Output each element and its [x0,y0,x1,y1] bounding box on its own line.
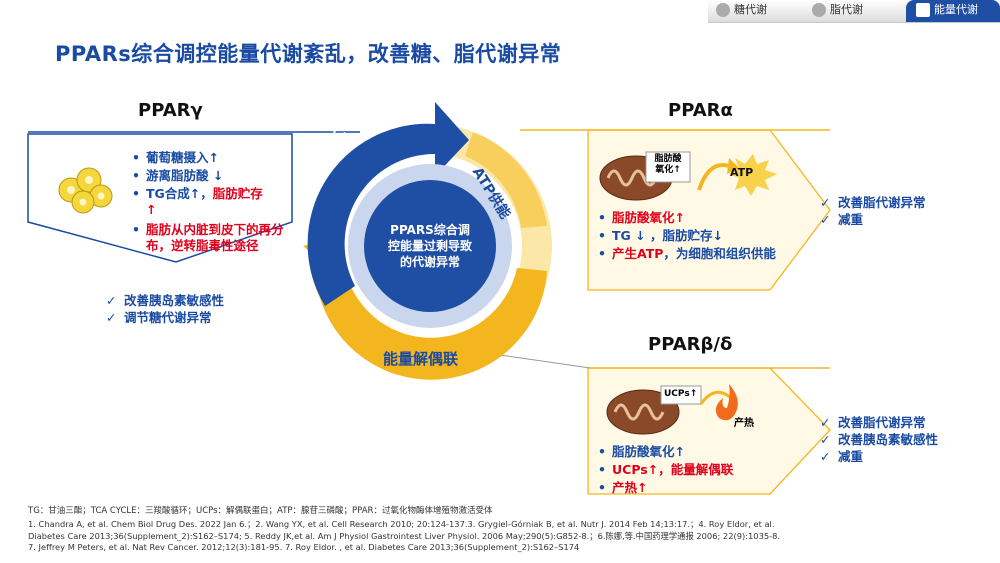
fat-cells-icon [58,167,113,214]
tab-sugar-metabolism[interactable]: 糖代谢 [716,0,808,22]
outcome-item: 改善胰岛素敏感性 [102,292,224,309]
storage-arc [307,123,435,306]
ppar-alpha-header: PPARα [668,100,733,121]
tab-lipid-metabolism[interactable]: 脂代谢 [812,0,904,22]
list-item: 脂肪酸氧化↑ [598,444,788,460]
lipid-metabolism-icon [812,3,826,17]
energy-cycle-diagram [303,102,552,380]
mitochondria-heat-icon [606,384,738,435]
top-tab-bar: 糖代谢 脂代谢 能量代谢 [708,0,1000,23]
reference-line-3: 7. Jeffrey M Peters, et al. Nat Rev Canc… [28,542,580,552]
mitochondria-icon [599,151,691,201]
page-title: PPARs综合调控能量代谢紊乱，改善糖、脂代谢异常 [55,42,562,66]
ppar-bd-effects-list: 脂肪酸氧化↑ UCPs↑，能量解偶联 产热↑ [598,444,788,498]
reference-line-1: 1. Chandra A, et al. Chem Biol Drug Des.… [28,519,775,529]
outcome-item: 改善脂代谢异常 [816,194,926,211]
cycle-center-circle [364,180,496,312]
abbreviation-footnote: TG：甘油三酯；TCA CYCLE：三羧酸循环；UCPs：解偶联蛋白；ATP：腺… [28,506,493,516]
list-item: 脂肪从内脏到皮下的再分布，逆转脂毒性途径 [132,222,292,254]
ppar-alpha-effects-list: 脂肪酸氧化↑ TG ↓ ，脂肪贮存↓ 产生ATP，为细胞和组织供能 [598,210,788,264]
outcome-item: 改善脂代谢异常 [816,414,938,431]
ppar-bd-header: PPARβ/δ [648,334,733,355]
list-item: 脂肪酸氧化↑ [598,210,788,226]
outcome-item: 减重 [816,211,926,228]
uncoupling-arc [314,254,547,380]
atp-label: ATP [730,166,754,179]
tab-energy-metabolism[interactable]: 能量代谢 [906,0,1000,22]
ucps-label: UCPs↑ [664,389,698,399]
list-item: 产生ATP，为细胞和组织供能 [598,246,788,262]
ppar-gamma-outcomes: 改善胰岛素敏感性 调节糖代谢异常 [102,292,224,326]
outcome-item: 改善胰岛素敏感性 [816,431,938,448]
atp-burst-icon [697,154,777,196]
list-item: TG合成↑，脂肪贮存↑ [132,186,292,218]
fatty-acid-oxidation-label: 脂肪酸 氧化↑ [654,154,682,175]
reference-line-2: Diabetes Care 2013;36(Supplement_2):S162… [28,531,781,541]
uncoupling-label: 能量解偶联 [383,350,459,368]
ppar-alpha-outcomes: 改善脂代谢异常 减重 [816,194,926,228]
cycle-center-text: PPARS综合调 控能量过剩导致 的代谢异常 [387,223,472,269]
list-item: 游离脂肪酸 ↓ [132,168,292,184]
energy-metabolism-icon [916,3,930,17]
list-item: 产热↑ [598,480,788,496]
sugar-metabolism-icon [716,3,730,17]
heat-label: 产热 [734,418,754,429]
list-item: TG ↓ ，脂肪贮存↓ [598,228,788,244]
atp-arc [465,132,547,228]
ppar-gamma-header: PPARγ [138,100,203,121]
outcome-item: 调节糖代谢异常 [102,309,224,326]
ppar-gamma-effects-list: 葡萄糖摄入↑ 游离脂肪酸 ↓ TG合成↑，脂肪贮存↑ 脂肪从内脏到皮下的再分布，… [132,150,292,256]
list-item: UCPs↑，能量解偶联 [598,462,788,478]
outcome-item: 减重 [816,448,938,465]
list-item: 葡萄糖摄入↑ [132,150,292,166]
ppar-bd-outcomes: 改善脂代谢异常 改善胰岛素敏感性 减重 [816,414,938,465]
